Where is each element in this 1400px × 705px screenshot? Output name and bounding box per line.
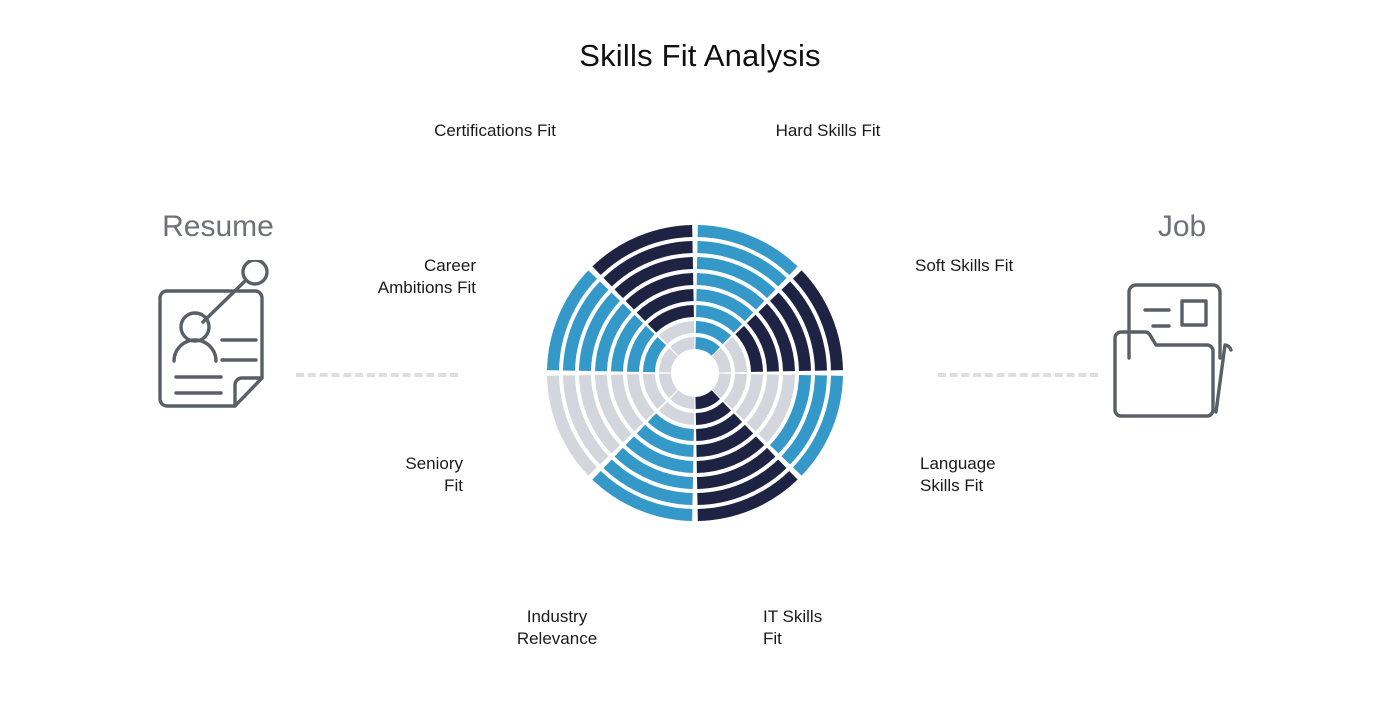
- chart-ring-filled: [595, 303, 632, 372]
- chart-ring-filled: [696, 436, 765, 473]
- chart-ring-filled: [697, 470, 798, 521]
- chart-ring-track: [735, 374, 763, 421]
- chart-ring-track: [723, 336, 747, 373]
- chart-ring-filled: [769, 374, 811, 454]
- chart-ring-filled: [647, 305, 694, 333]
- chart-ring-track: [670, 337, 695, 356]
- chart-ring-filled: [636, 424, 694, 457]
- axis-label-career-ambitions-fit: Career Ambitions Fit: [377, 256, 476, 297]
- chart-ring-filled: [625, 273, 694, 310]
- chart-ring-filled: [647, 413, 694, 441]
- chart-ring-track: [627, 374, 655, 421]
- job-folder-icon: [1113, 283, 1233, 418]
- resume-caption: Resume: [162, 210, 274, 243]
- chart-ring-track: [643, 373, 667, 410]
- chart-ring-filled: [695, 337, 720, 356]
- axis-label-soft-skills-fit: Soft Skills Fit: [915, 256, 1014, 275]
- page-title: Skills Fit Analysis: [579, 38, 821, 73]
- chart-ring-track: [595, 374, 632, 443]
- job-panel: Job: [1052, 212, 1312, 435]
- chart-ring-track: [659, 348, 678, 373]
- chart-ring-filled: [696, 289, 754, 322]
- chart-ring-filled: [563, 281, 609, 371]
- chart-ring-filled: [611, 314, 644, 372]
- chart-ring-track: [658, 321, 695, 345]
- chart-ring-filled: [697, 459, 787, 505]
- chart-ring-track: [658, 401, 695, 425]
- chart-ring-filled: [746, 314, 779, 372]
- chart-ring-filled: [696, 424, 754, 457]
- radial-skills-chart: [547, 225, 843, 521]
- chart-ring-filled: [579, 292, 621, 372]
- chart-ring-filled: [697, 225, 798, 276]
- chart-ring-track: [611, 374, 644, 432]
- chart-ring-filled: [643, 336, 667, 373]
- chart-ring-filled: [547, 270, 598, 371]
- chart-ring-track: [746, 374, 779, 432]
- chart-ring-track: [547, 375, 598, 476]
- chart-ring-filled: [627, 325, 655, 372]
- chart-ring-filled: [614, 447, 694, 489]
- chart-ring-filled: [792, 375, 843, 476]
- axis-label-language-skills-fit: Language Skills Fit: [920, 454, 996, 495]
- chart-ring-track: [659, 373, 678, 398]
- chart-ring-track: [758, 374, 795, 443]
- chart-ring-filled: [758, 303, 795, 372]
- chart-tracks: [547, 321, 795, 476]
- job-caption: Job: [1157, 210, 1207, 243]
- chart-ring-filled: [697, 241, 787, 287]
- chart-ring-filled: [696, 305, 743, 333]
- chart-ring-filled: [603, 459, 693, 505]
- chart-ring-filled: [769, 292, 811, 372]
- dashed-connector-right: [938, 373, 1098, 377]
- chart-ring-track: [579, 374, 621, 454]
- chart-ring-filled: [592, 470, 693, 521]
- chart-ring-filled: [696, 257, 776, 299]
- chart-ring-filled: [792, 270, 843, 371]
- axis-label-seniory-fit: Seniory Fit: [405, 454, 463, 495]
- chart-ring-filled: [695, 390, 720, 409]
- axis-label-hard-skills-fit: Hard Skills Fit: [775, 121, 881, 140]
- axis-label-it-skills-fit: IT Skills Fit: [763, 607, 823, 648]
- chart-ring-filled: [735, 325, 763, 372]
- chart-ring-filled: [695, 401, 732, 425]
- chart-ring-filled: [603, 241, 693, 287]
- chart-ring-filled: [781, 375, 827, 465]
- dashed-connector-left: [296, 373, 458, 377]
- chart-ring-track: [563, 375, 609, 465]
- chart-ring-track: [723, 373, 747, 410]
- chart-ring-filled: [696, 447, 776, 489]
- chart-ring-track: [670, 390, 695, 409]
- chart-ring-filled: [614, 257, 694, 299]
- resume-panel: Resume: [88, 212, 348, 435]
- chart-ring-filled: [695, 321, 732, 345]
- chart-ring-filled: [636, 289, 694, 322]
- chart-ring-filled: [781, 281, 827, 371]
- chart-ring-track: [712, 348, 731, 373]
- chart-ring-filled: [696, 413, 743, 441]
- axis-label-certifications-fit: Certifications Fit: [434, 121, 556, 140]
- chart-ring-filled: [625, 436, 694, 473]
- chart-values: [547, 225, 843, 521]
- resume-document-icon: [158, 260, 269, 408]
- chart-ring-filled: [592, 225, 693, 276]
- axis-label-industry-relevance: Industry Relevance: [516, 607, 598, 648]
- chart-ring-filled: [696, 273, 765, 310]
- chart-ring-track: [712, 373, 731, 398]
